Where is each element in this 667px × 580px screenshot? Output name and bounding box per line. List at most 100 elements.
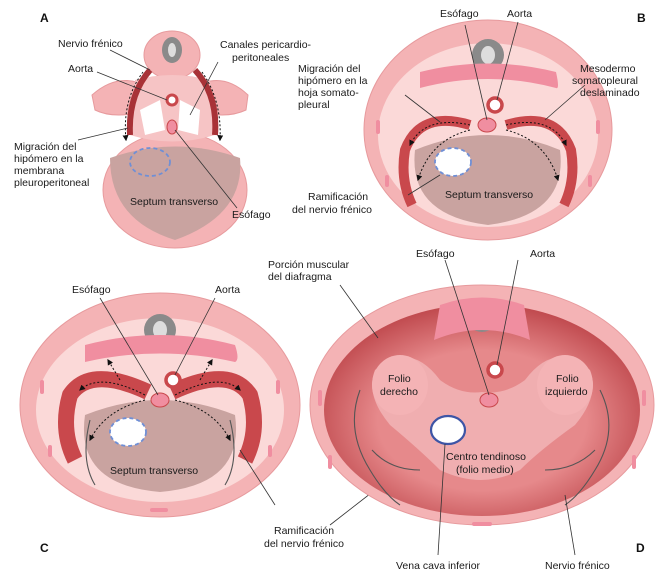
label-folio-derecho-1: Folio (388, 373, 411, 385)
label-folio-derecho-2: derecho (380, 386, 418, 398)
spinal-canal-c (153, 321, 167, 339)
panel-letter-c: C (40, 541, 49, 555)
leader-esofago-d (444, 259, 490, 396)
hipomero-band-left (126, 68, 153, 136)
label-ramificacion-b-2: del nervio frénico (292, 204, 372, 216)
panel-d: D Porción muscu (268, 248, 655, 572)
label-ramificacion-c-1: Ramificación (274, 525, 334, 537)
leader-mesodermo-b (544, 84, 586, 121)
label-aorta-d: Aorta (530, 248, 555, 260)
shared-ramificacion-label: Ramificación del nervio frénico (264, 489, 376, 550)
canal-right (178, 100, 200, 135)
leader-nervio-frenico-d (564, 494, 576, 556)
label-nervio-frenico-d: Nervio frénico (545, 560, 610, 572)
label-esofago-b: Esófago (440, 8, 479, 20)
leader-esofago-b (464, 24, 488, 121)
panel-letter-d: D (636, 541, 645, 555)
label-mesodermo-1: Mesodermo (580, 63, 636, 75)
label-migracion-b-3: hoja somato- (298, 87, 359, 99)
arrow-b-4 (505, 129, 560, 182)
label-aorta-a: Aorta (68, 63, 93, 75)
arrow-b-2 (416, 129, 471, 182)
leader-aorta-a (96, 71, 168, 101)
label-septum-c: Septum transverso (110, 465, 198, 477)
leader-aorta-b (496, 21, 519, 101)
label-mesodermo-2: somatopleural (572, 75, 638, 87)
panel-a: A Nervio frénico Aorta Canal (14, 11, 312, 249)
migration-arrow-right (201, 71, 224, 142)
aorta-c (164, 371, 182, 389)
arrow-b-1 (409, 122, 471, 147)
folio-izquierdo-region (537, 355, 593, 415)
label-ramificacion-c-2: del nervio frénico (264, 538, 344, 550)
esofago-c (150, 392, 170, 408)
panel-c: C Esófago Ao (19, 284, 301, 555)
label-aorta-c: Aorta (215, 284, 240, 296)
nervio-d-left-1 (353, 389, 401, 506)
label-septum-a: Septum transverso (130, 196, 218, 208)
aorta-b (486, 96, 504, 114)
vena-cava-outline-c (109, 417, 147, 447)
panel-letter-a: A (40, 11, 49, 25)
dorsal-band-c (85, 335, 238, 362)
wall-marks-d (318, 390, 646, 526)
esofago-d (479, 392, 499, 408)
hipomero-band-right (192, 67, 219, 136)
arrow-c-3 (174, 381, 241, 396)
folio-derecho-region (372, 355, 428, 415)
spinal-canal-b (481, 46, 495, 64)
label-migracion-a-3: membrana (14, 165, 64, 177)
vena-cava-inferior-d (429, 414, 467, 446)
esofago-b (477, 117, 497, 133)
label-nervio-frenico-a: Nervio frénico (58, 38, 123, 50)
leader-porcion-d (339, 284, 379, 339)
leader-migracion-a (77, 127, 129, 141)
fan-left-b (398, 115, 472, 208)
leader-migracion-b (404, 94, 441, 123)
nervio-d-left-2 (371, 449, 421, 471)
aorta-d (486, 361, 504, 379)
canal-left (140, 100, 165, 135)
leader-ramificacion-b (407, 174, 441, 196)
dorsal-band-b (420, 63, 558, 89)
label-migracion-b-1: Migración del (298, 63, 360, 75)
panel-b: B Esófago Aorta (292, 8, 646, 241)
leader-esofago-a (174, 129, 238, 209)
leader-ramificacion-c (239, 449, 276, 506)
label-centro-1: Centro tendinoso (446, 451, 526, 463)
label-migracion-a-1: Migración del (14, 141, 76, 153)
leader-ramificacion-d (329, 489, 376, 526)
label-vena-cava: Vena cava inferior (396, 560, 481, 572)
esofago-a (166, 119, 178, 135)
panel-letter-b: B (637, 11, 646, 25)
label-ramificacion-b-1: Ramificación (308, 191, 368, 203)
wall-marks-c (40, 380, 280, 512)
label-porcion-2: del diafragma (268, 271, 332, 283)
label-centro-2: (folio medio) (456, 464, 514, 476)
label-folio-izquierdo-2: izquierdo (545, 386, 588, 398)
label-canales-1: Canales pericardio- (220, 39, 312, 51)
label-migracion-b-2: hipómero en la (298, 75, 368, 87)
nervio-d-right-2 (544, 449, 596, 471)
fan-right-c (168, 371, 262, 464)
septum-transverso-region (110, 146, 241, 240)
nervio-d-right-1 (564, 389, 610, 506)
leader-esofago-c (99, 297, 159, 396)
label-migracion-b-4: pleural (298, 99, 330, 111)
nervio-c-left (85, 419, 96, 486)
vena-cava-outline-b (434, 147, 472, 177)
spinal-canal (168, 43, 176, 57)
label-esofago-a: Esófago (232, 209, 271, 221)
fan-left-c (58, 371, 152, 464)
leader-vena-cava-d (437, 443, 446, 556)
label-septum-b: Septum transverso (445, 189, 533, 201)
nervio-c-right (224, 419, 235, 486)
arrow-c-2 (89, 399, 146, 442)
label-esofago-c: Esófago (72, 284, 111, 296)
arrow-b-3 (505, 122, 567, 147)
label-porcion-1: Porción muscular (268, 259, 350, 271)
arrow-c-1 (79, 381, 146, 396)
vena-cava-outline (129, 147, 171, 177)
